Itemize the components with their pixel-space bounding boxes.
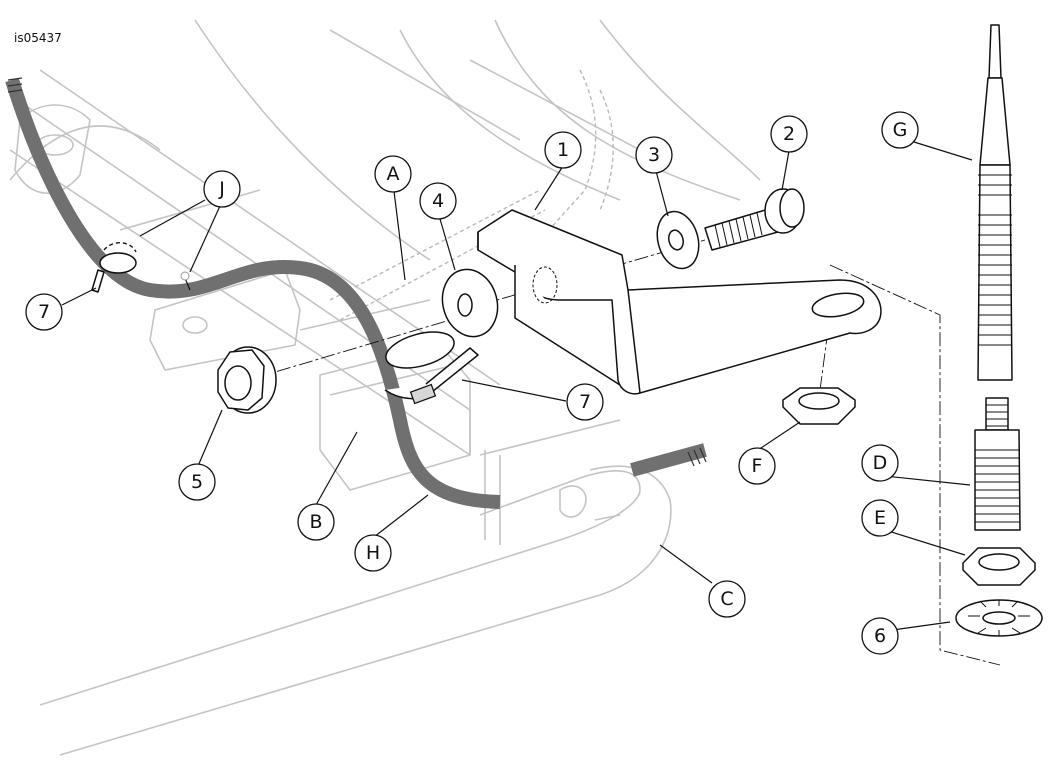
callout-5: 5 bbox=[178, 463, 216, 501]
callout-2-label: 2 bbox=[783, 123, 795, 145]
figure-id-label: is05437 bbox=[14, 31, 62, 45]
callout-5-label: 5 bbox=[191, 471, 203, 493]
jam-nut-f bbox=[782, 387, 856, 425]
callout-h-label: H bbox=[366, 542, 380, 564]
callout-b: B bbox=[297, 503, 335, 541]
callout-e: E bbox=[861, 499, 899, 537]
callout-2: 2 bbox=[770, 115, 808, 153]
callout-f-label: F bbox=[752, 455, 763, 477]
lock-washer-6 bbox=[955, 599, 1043, 637]
callout-f: F bbox=[738, 447, 776, 485]
callout-d-label: D bbox=[873, 452, 888, 474]
callout-7b-label: 7 bbox=[579, 391, 591, 413]
callout-4: 4 bbox=[419, 182, 457, 220]
washer-3 bbox=[656, 210, 700, 270]
callout-j: J bbox=[203, 170, 241, 208]
antenna-mast-g bbox=[977, 24, 1013, 381]
leader-lines bbox=[61, 141, 973, 635]
callout-3-label: 3 bbox=[648, 144, 660, 166]
callout-7-left: 7 bbox=[25, 293, 63, 331]
callout-h: H bbox=[354, 534, 392, 572]
grommet-4 bbox=[441, 268, 499, 338]
callout-6: 6 bbox=[861, 617, 899, 655]
antenna-bracket-1 bbox=[477, 209, 882, 395]
callout-7-center: 7 bbox=[566, 383, 604, 421]
clamp-j bbox=[91, 242, 191, 293]
callout-g: G bbox=[881, 111, 919, 149]
callout-g-label: G bbox=[893, 119, 908, 141]
hex-nut-e bbox=[962, 547, 1036, 586]
callout-j-label: J bbox=[218, 178, 225, 200]
callout-4-label: 4 bbox=[432, 190, 444, 212]
callout-3: 3 bbox=[635, 136, 673, 174]
callout-c-label: C bbox=[720, 588, 733, 610]
callout-b-label: B bbox=[309, 511, 322, 533]
callout-e-label: E bbox=[874, 507, 886, 529]
hose-h bbox=[5, 77, 707, 509]
callout-a-label: A bbox=[387, 163, 400, 185]
callout-a: A bbox=[374, 155, 412, 193]
callout-c: C bbox=[708, 580, 746, 618]
callout-6-label: 6 bbox=[874, 625, 886, 647]
flange-nut-5 bbox=[217, 346, 277, 414]
callout-1: 1 bbox=[544, 131, 582, 169]
callout-d: D bbox=[861, 444, 899, 482]
callouts: 1 2 3 4 5 6 7 7 A B C D E F G H J bbox=[25, 111, 919, 655]
callout-1-label: 1 bbox=[557, 139, 569, 161]
antenna-stud-d bbox=[974, 397, 1021, 531]
callout-7a-label: 7 bbox=[38, 301, 50, 323]
clamp-7-center bbox=[384, 331, 479, 405]
bolt-2 bbox=[704, 188, 805, 251]
